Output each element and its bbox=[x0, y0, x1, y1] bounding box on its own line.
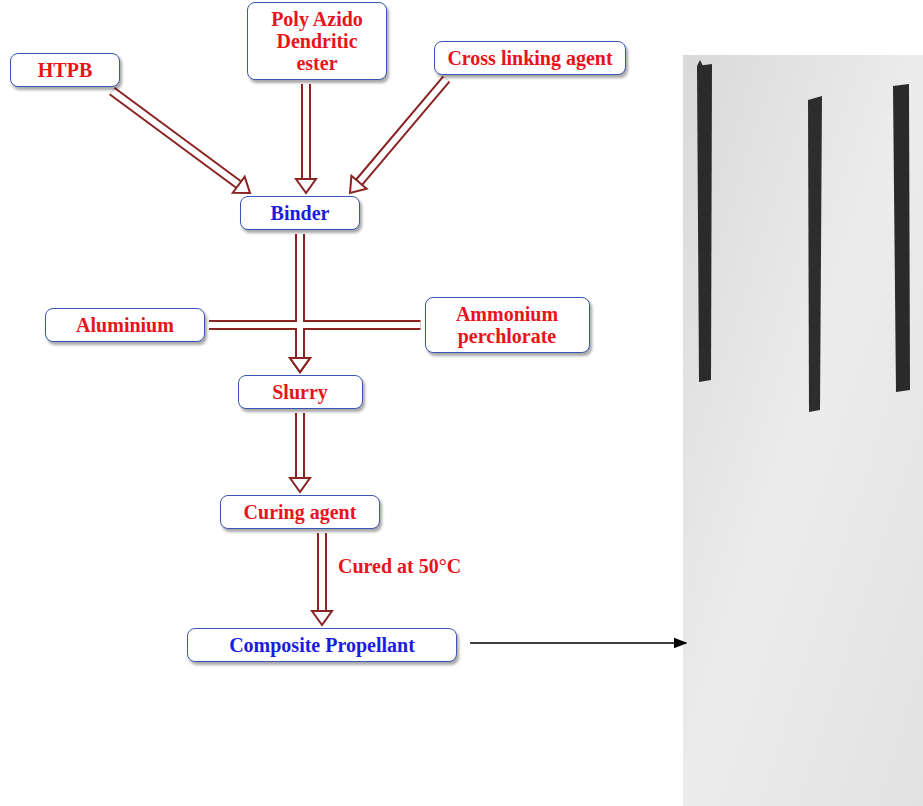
flow-arrow-inner bbox=[297, 413, 303, 479]
input-box: Aluminium bbox=[45, 308, 205, 342]
propellant-strand bbox=[697, 64, 712, 382]
flow-arrow-inner bbox=[319, 533, 325, 612]
input-box: Poly Azido Dendritic ester bbox=[247, 2, 387, 80]
arrow-head bbox=[312, 611, 332, 625]
input-box: Curing agent bbox=[220, 495, 380, 529]
arrow-head bbox=[233, 177, 250, 193]
node-text: Cross linking agent bbox=[447, 47, 612, 69]
flow-arrow-inner bbox=[358, 79, 446, 183]
flow-arrow-inner bbox=[112, 91, 240, 185]
input-box: Ammonium perchlorate bbox=[425, 297, 590, 353]
node-text: Binder bbox=[253, 202, 347, 224]
node-text: HTPB bbox=[23, 59, 107, 81]
flow-arrow bbox=[301, 84, 311, 180]
result-box: Composite Propellant bbox=[187, 628, 457, 662]
input-box: HTPB bbox=[10, 53, 120, 87]
node-text: Aluminium bbox=[58, 314, 192, 336]
flow-arrow bbox=[112, 91, 240, 185]
flow-arrow bbox=[300, 325, 421, 359]
flow-arrow bbox=[358, 79, 446, 183]
arrow-head bbox=[290, 358, 310, 372]
arrow-head bbox=[296, 179, 316, 193]
node-text: Composite Propellant bbox=[200, 634, 444, 656]
flow-arrow-inner bbox=[300, 325, 421, 359]
flow-arrow bbox=[295, 413, 305, 479]
input-box: Cross linking agent bbox=[434, 41, 625, 75]
edge-label: Cured at 50°C bbox=[336, 555, 463, 578]
node-text: Poly Azido Dendritic ester bbox=[260, 8, 374, 74]
flow-arrow-inner bbox=[209, 325, 300, 359]
arrow-head bbox=[350, 176, 367, 193]
node-text: Curing agent bbox=[233, 501, 367, 523]
arrow-head bbox=[290, 358, 310, 372]
process-box: Binder bbox=[240, 196, 360, 230]
pointer-arrow bbox=[470, 642, 686, 644]
arrow-head bbox=[290, 478, 310, 492]
arrow-head bbox=[290, 358, 310, 372]
node-text: Ammonium perchlorate bbox=[438, 303, 577, 347]
flow-arrow bbox=[317, 533, 327, 612]
flow-arrow bbox=[209, 325, 300, 359]
propellant-strand-tip bbox=[697, 60, 703, 66]
photo-background bbox=[683, 55, 923, 806]
propellant-strand bbox=[808, 96, 822, 412]
process-box: Slurry bbox=[238, 375, 363, 409]
propellant-strand bbox=[893, 84, 910, 392]
flow-arrow-inner bbox=[303, 84, 309, 180]
node-text: Slurry bbox=[251, 381, 350, 403]
